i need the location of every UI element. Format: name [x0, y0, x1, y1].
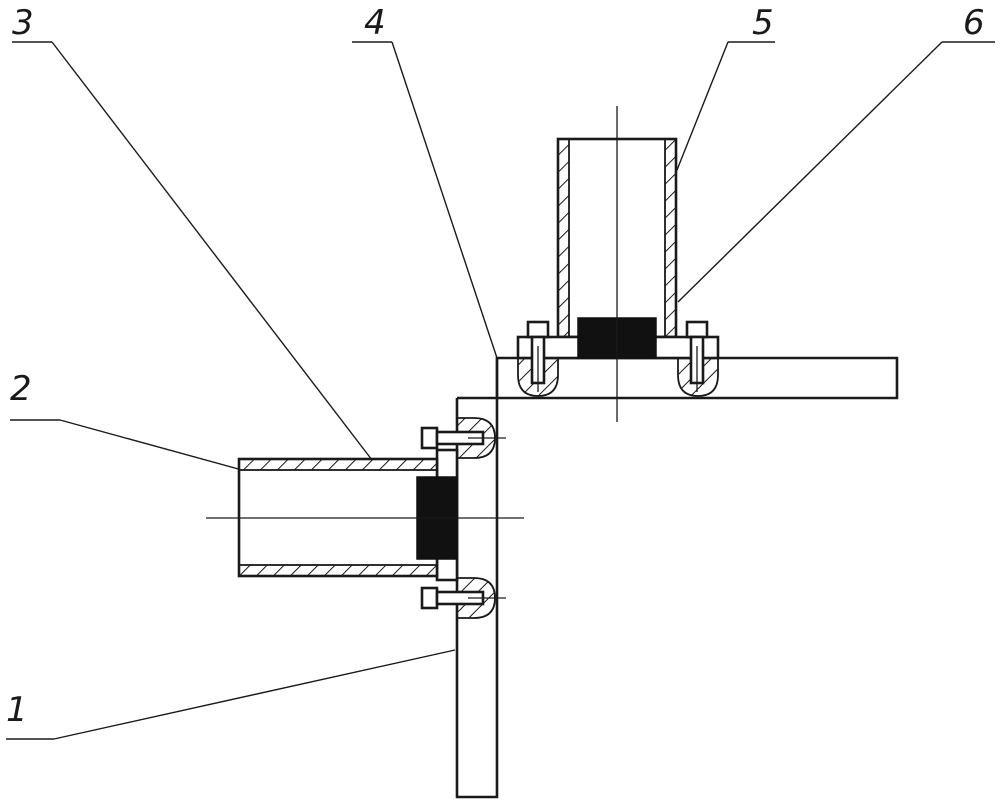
leader-line-3 — [51, 41, 373, 461]
leader-lines — [6, 41, 995, 740]
bolt-left-upper-nut — [420, 426, 439, 450]
horizontal-tube-wall-top — [238, 458, 438, 471]
horizontal-tube-wall-bottom — [238, 564, 438, 577]
center-lines — [206, 106, 698, 599]
bolt-top-left — [517, 320, 559, 397]
bolt-left-lower — [420, 577, 496, 619]
callout-labels: 3 4 5 6 2 1 — [6, 3, 985, 730]
part-1-bracket — [435, 356, 899, 799]
bolt-top-left-nut — [526, 320, 550, 339]
callout-label-6: 6 — [963, 3, 985, 43]
vertical-tube-wall-left — [557, 138, 570, 338]
leader-line-1 — [53, 649, 456, 740]
callout-label-5: 5 — [752, 3, 774, 43]
bolt-top-right — [677, 320, 719, 397]
callout-label-2: 2 — [10, 369, 32, 409]
callout-label-4: 4 — [364, 3, 386, 43]
bolt-left-upper — [420, 417, 496, 459]
vertical-tube-wall-right — [664, 138, 677, 338]
bolt-top-right-nut — [685, 320, 709, 339]
leader-line-6 — [677, 41, 943, 303]
callout-label-1: 1 — [6, 690, 28, 730]
leader-line-4 — [391, 41, 498, 359]
bracket-outline — [455, 356, 899, 799]
bolt-left-lower-nut — [420, 586, 439, 610]
callout-label-3: 3 — [12, 3, 34, 43]
